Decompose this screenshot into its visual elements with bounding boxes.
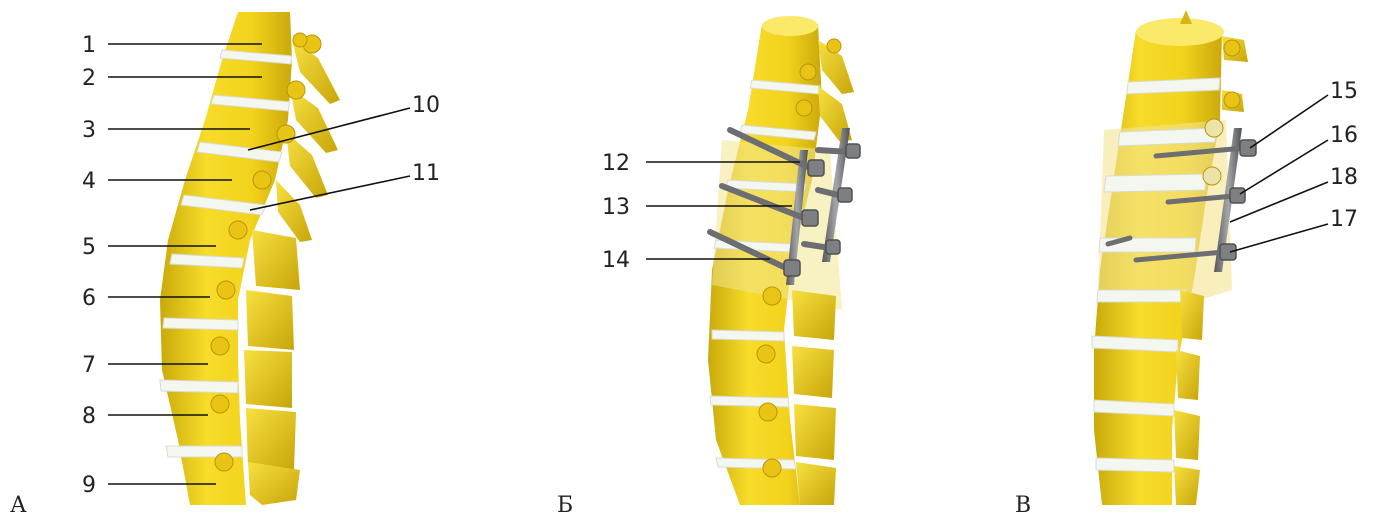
callout-11: 11 <box>412 161 440 186</box>
callout-2: 2 <box>82 66 96 91</box>
callouts-b: 12 13 14 <box>602 151 630 273</box>
callout-10: 10 <box>412 93 440 118</box>
callouts-v: 15 16 18 17 <box>1330 79 1358 232</box>
callout-1: 1 <box>82 33 96 58</box>
panel-label-a: А <box>10 493 27 518</box>
callout-6: 6 <box>82 286 96 311</box>
callout-12: 12 <box>602 151 630 176</box>
leaders-v <box>1230 95 1328 252</box>
callout-13: 13 <box>602 195 630 220</box>
panel-label-v: В <box>1015 493 1031 518</box>
callout-18: 18 <box>1330 165 1358 190</box>
panel-v-spine-model <box>1092 10 1256 505</box>
panel-a-spine-model <box>160 12 340 505</box>
panel-label-b: Б <box>557 493 573 518</box>
callout-8: 8 <box>82 404 96 429</box>
top-vertebra-cap-v <box>1136 18 1224 46</box>
panel-b-spine-model <box>708 16 860 505</box>
callout-14: 14 <box>602 248 630 273</box>
spinous-tip-v <box>1180 10 1192 24</box>
callout-17: 17 <box>1330 207 1358 232</box>
callout-16: 16 <box>1330 123 1358 148</box>
callout-4: 4 <box>82 169 96 194</box>
callout-3: 3 <box>82 118 96 143</box>
top-vertebra-cap-b <box>762 16 818 36</box>
callout-7: 7 <box>82 353 96 378</box>
transparent-segment-v <box>1098 120 1232 300</box>
callout-9: 9 <box>82 473 96 498</box>
callout-15: 15 <box>1330 79 1358 104</box>
callout-5: 5 <box>82 235 96 260</box>
